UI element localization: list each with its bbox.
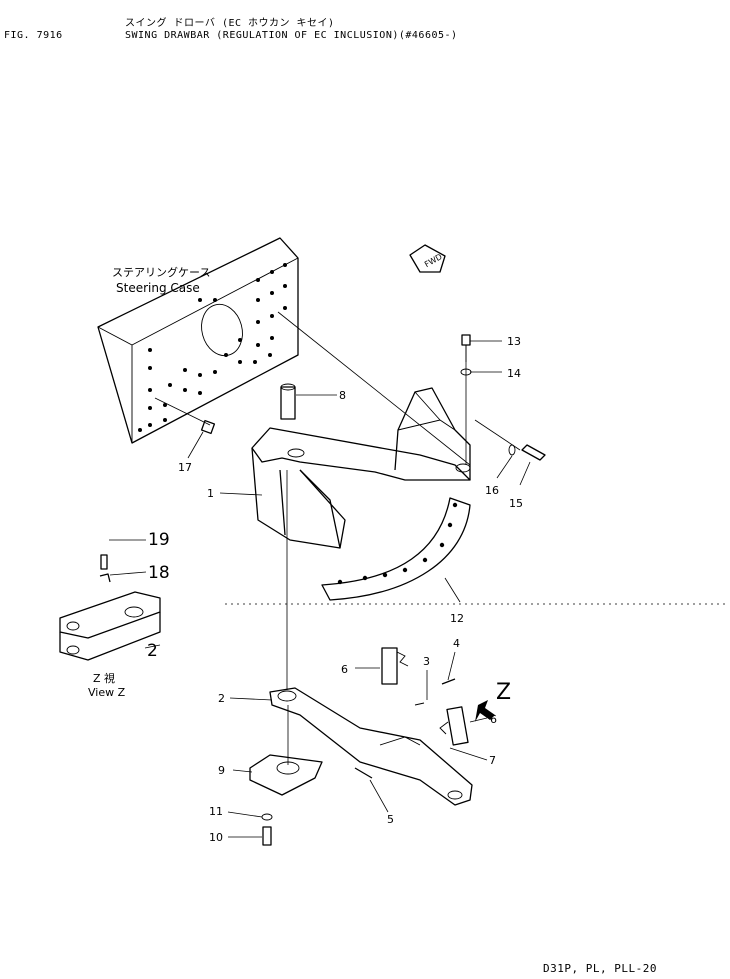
steering-case: [97, 237, 299, 444]
part-number-19: 19: [148, 530, 170, 550]
part-number-16: 16: [485, 484, 499, 497]
pin-right: [439, 706, 469, 746]
figure-number: FIG. 7916: [4, 30, 63, 41]
pin-left: [381, 647, 409, 685]
part-number-2-view-z: 2: [147, 641, 158, 661]
bolt-steering: [200, 419, 216, 435]
part-number-6: 6: [341, 663, 348, 676]
part-number-4: 4: [453, 637, 460, 650]
fwd-arrow-icon: FWD: [409, 244, 446, 273]
fwd-label: FWD: [423, 252, 444, 269]
bolt-bottom: [261, 813, 273, 846]
part-number-12: 12: [450, 612, 464, 625]
z-marker-label: Z: [496, 680, 511, 705]
part-number-13: 13: [507, 335, 521, 348]
pin: [280, 383, 296, 420]
cap-plate: [249, 754, 323, 796]
bolt-side: [508, 444, 546, 461]
swing-drawbar: [269, 687, 473, 806]
part-number-5: 5: [387, 813, 394, 826]
view-z-detail: [59, 554, 161, 661]
lock-pins: [354, 678, 456, 779]
title-jp: スイング ドローバ (EC ホウカン キセイ): [125, 18, 335, 29]
title-en: SWING DRAWBAR (REGULATION OF EC INCLUSIO…: [125, 30, 458, 41]
drawbar-bracket: [251, 387, 471, 549]
z-arrow-icon: [475, 700, 495, 722]
part-number-15: 15: [509, 497, 523, 510]
part-number-2: 2: [218, 692, 225, 705]
part-number-6b: 6: [490, 713, 497, 726]
curved-rail: [321, 497, 471, 601]
leader-lines: [109, 311, 728, 838]
part-number-17: 17: [178, 461, 192, 474]
steering-case-label-jp: ステアリングケース: [112, 265, 210, 279]
part-number-8: 8: [339, 389, 346, 402]
part-number-10: 10: [209, 831, 223, 844]
part-number-3: 3: [423, 655, 430, 668]
view-z-label-jp: Z 視: [93, 671, 115, 685]
part-number-9: 9: [218, 764, 225, 777]
part-number-1: 1: [207, 487, 214, 500]
part-number-18: 18: [148, 563, 170, 583]
model-code: D31P, PL, PLL-20: [543, 962, 657, 975]
part-number-14: 14: [507, 367, 521, 380]
part-number-11: 11: [209, 805, 223, 818]
part-number-7: 7: [489, 754, 496, 767]
view-z-label-en: View Z: [88, 686, 126, 699]
steering-case-label-en: Steering Case: [116, 281, 200, 295]
